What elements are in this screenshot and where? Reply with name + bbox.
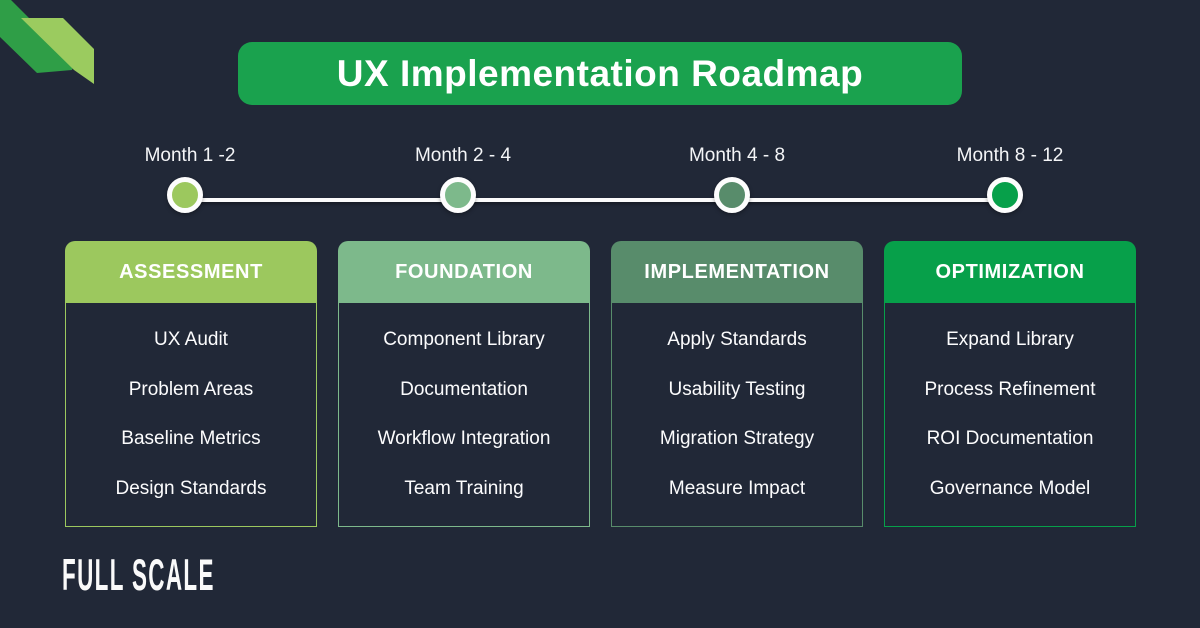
phase-item: Problem Areas xyxy=(128,378,254,400)
phase-item: Measure Impact xyxy=(668,478,806,500)
phase-header: ASSESSMENT xyxy=(65,241,317,303)
title-banner: UX Implementation Roadmap xyxy=(238,42,962,105)
phase-header: FOUNDATION xyxy=(338,241,590,303)
ribbon-dark-stripe xyxy=(0,0,74,73)
phase-item: Documentation xyxy=(400,378,528,400)
timeline-line xyxy=(190,198,1010,202)
phase-item: Design Standards xyxy=(115,478,267,500)
timeline-milestone-dot xyxy=(167,177,203,213)
phase-item: Workflow Integration xyxy=(377,428,551,450)
phase-item: Apply Standards xyxy=(667,328,807,350)
phase-item: Governance Model xyxy=(929,478,1091,500)
ribbon-light-stripe xyxy=(21,18,94,84)
phase-item: ROI Documentation xyxy=(926,428,1094,450)
phase-item: Component Library xyxy=(383,328,545,350)
timeline-milestone-dot xyxy=(714,177,750,213)
timeline-milestone-dot xyxy=(987,177,1023,213)
timeline-milestone-dot xyxy=(440,177,476,213)
phase-item: Usability Testing xyxy=(668,378,806,400)
phase-header: OPTIMIZATION xyxy=(884,241,1136,303)
corner-ribbon-icon xyxy=(0,0,94,84)
phase-item: Expand Library xyxy=(946,328,1074,350)
phase-item: Migration Strategy xyxy=(659,428,815,450)
timeline-month-label: Month 2 - 4 xyxy=(414,145,512,166)
phase-item: Baseline Metrics xyxy=(121,428,261,450)
timeline-month-label: Month 4 - 8 xyxy=(688,145,786,166)
phase-item: Team Training xyxy=(404,478,524,500)
full-scale-logo: FULL SCALE xyxy=(62,549,215,600)
page-title: UX Implementation Roadmap xyxy=(336,52,864,94)
timeline-month-label: Month 1 -2 xyxy=(144,145,236,166)
phase-item: Process Refinement xyxy=(924,378,1096,400)
phase-item: UX Audit xyxy=(154,328,228,350)
phase-header: IMPLEMENTATION xyxy=(611,241,863,303)
timeline-month-label: Month 8 - 12 xyxy=(956,145,1064,166)
